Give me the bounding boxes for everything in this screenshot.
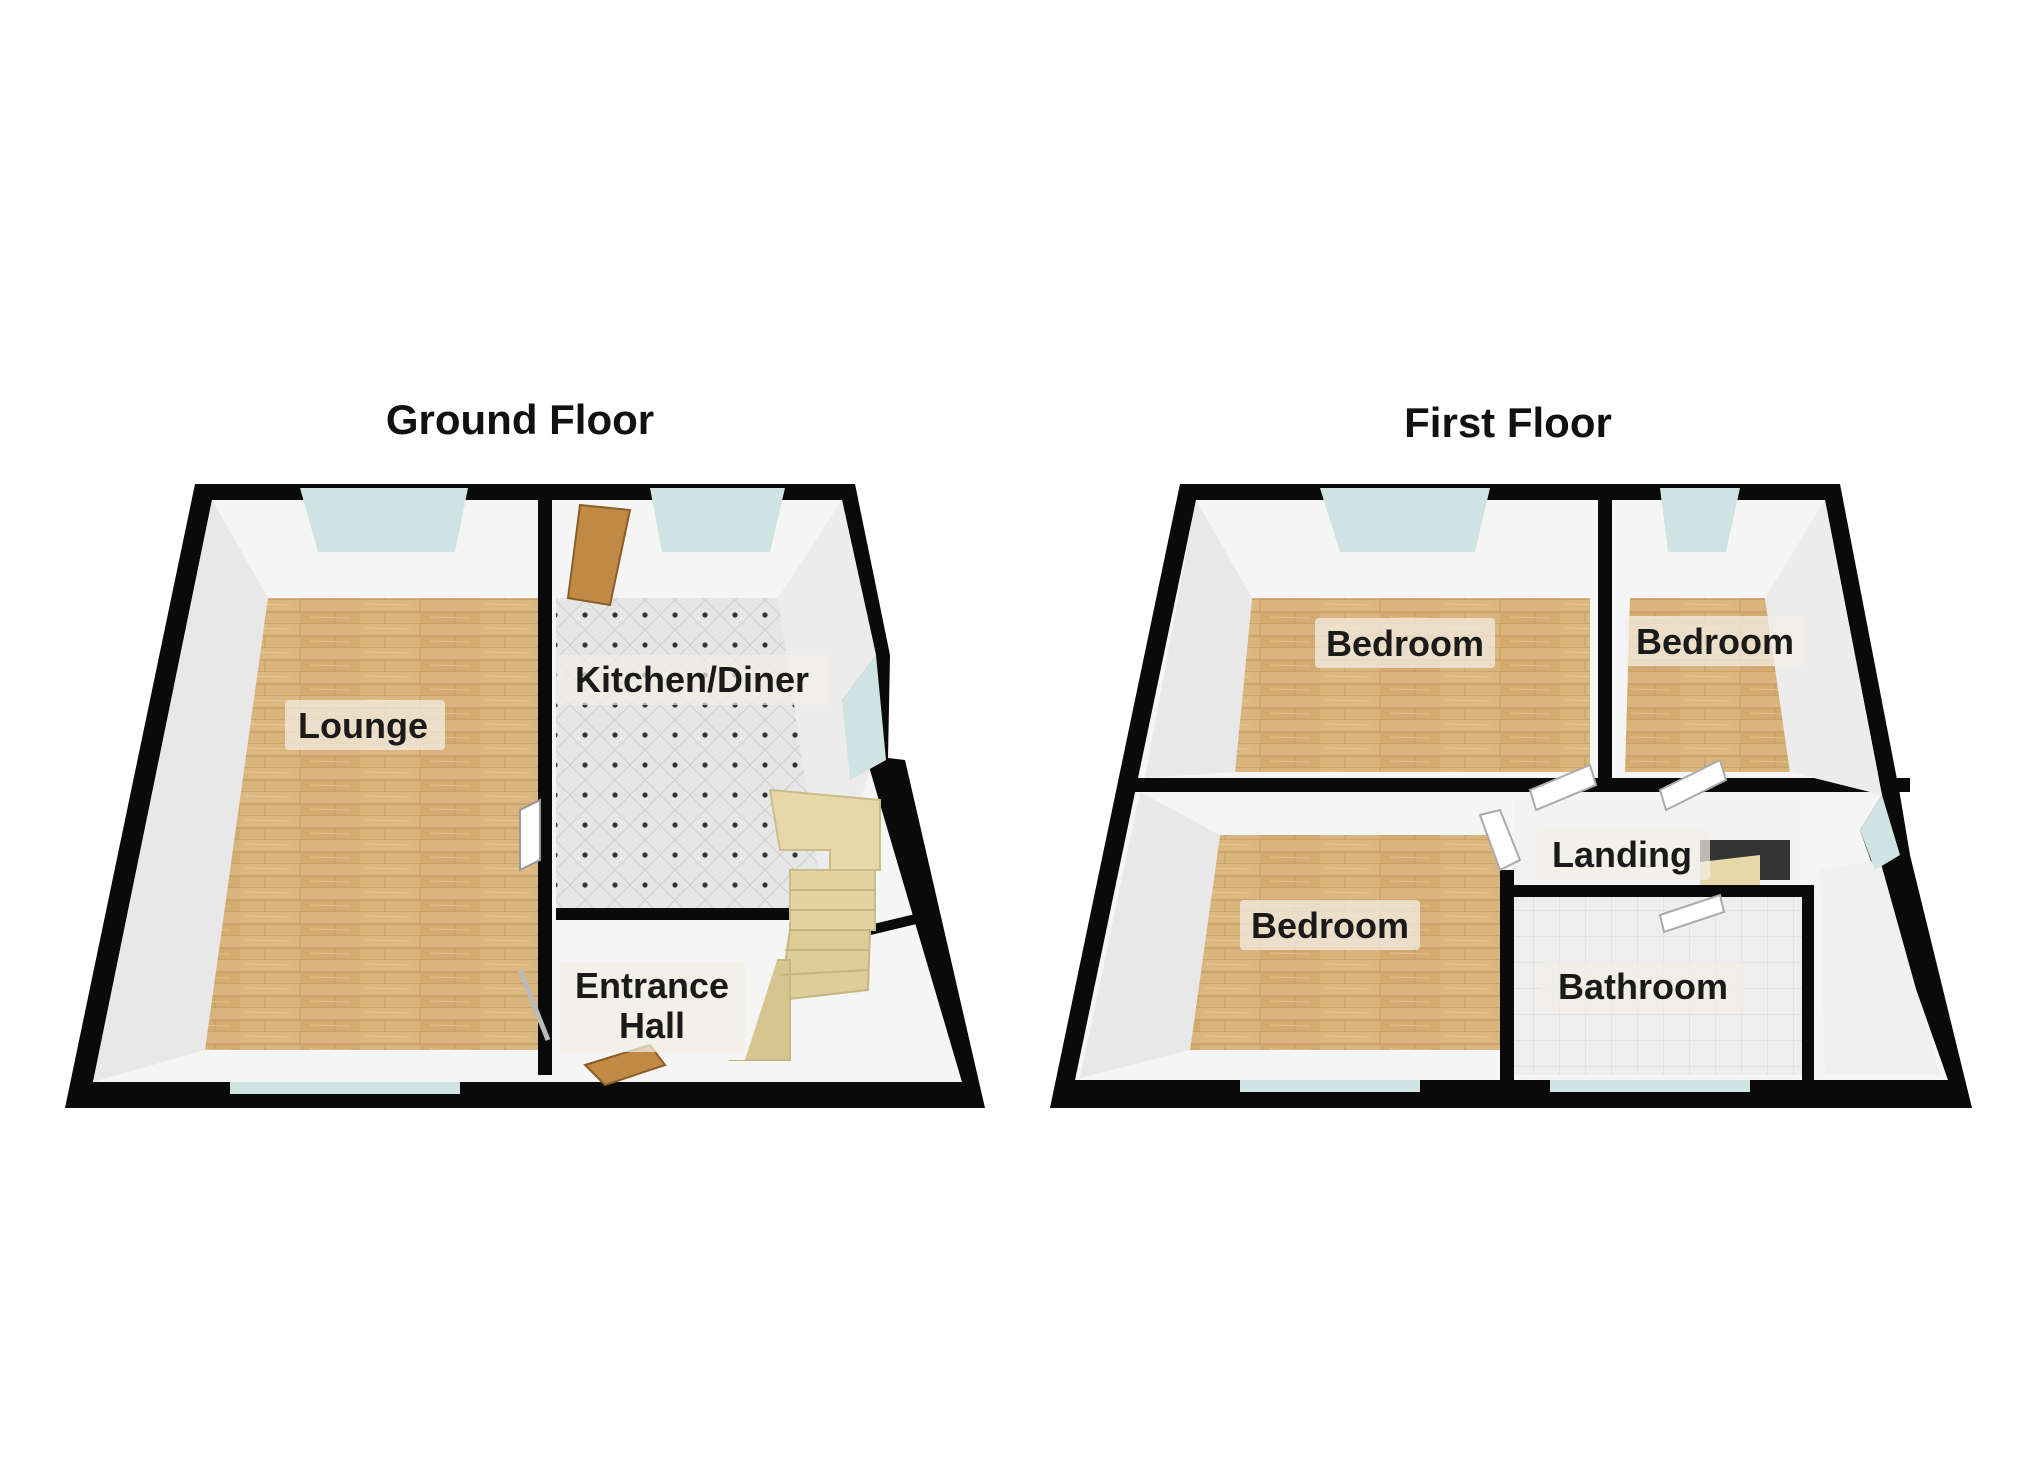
lounge-label: Lounge [298,705,428,746]
bedroom-3-door [1478,808,1522,872]
landing-bathroom-wall [1512,885,1802,897]
bedroom-2-right-wall [1765,500,1882,795]
lounge-kitchen-door [519,798,541,872]
first-floor-title: First Floor [1404,399,1612,446]
first-floor-stairs [1700,855,1760,885]
lounge-bottom-window [230,1082,460,1094]
first-floor-side-window [1860,795,1900,870]
front-door-top [566,503,632,607]
bedroom-1-label: Bedroom [1326,623,1484,664]
bedroom-bathroom-wall [1500,870,1514,1080]
bedroom-1-left-wall [1145,500,1252,778]
bedroom-3-label: Bedroom [1251,905,1409,946]
bedroom-1-window [1320,488,1490,552]
bathroom-bottom-window [1550,1080,1750,1092]
kitchen-side-window [842,655,886,780]
kitchen-hall-wall [556,908,836,920]
kitchen-top-window [650,488,785,552]
ground-floor-title: Ground Floor [386,396,654,443]
upper-lower-wall [1130,778,1910,792]
hall-side-wall [868,913,922,935]
bedroom-2-door [1658,758,1728,812]
lounge-left-wall [93,500,268,1082]
entrance-hall-label-line1: Entrance [575,965,729,1006]
bathroom-door [1658,893,1726,934]
ground-floor-plan: Lounge Kitchen/Diner Entrance Hall [65,484,985,1108]
bathroom-label: Bathroom [1558,966,1728,1007]
lounge-top-window [300,488,468,552]
hall-door-swing [517,969,551,1041]
bedroom-1-door [1528,763,1598,812]
kitchen-diner-label: Kitchen/Diner [575,659,809,700]
bedroom-3-bottom-window [1240,1080,1420,1092]
right-corridor-floor [1820,860,1940,1075]
lounge-kitchen-wall [538,490,552,1075]
first-floor-plan: Bedroom Bedroom Bedroom Landing Bathroom [1050,484,1972,1108]
bathroom-right-wall [1802,885,1814,1080]
bedroom-divider-wall [1598,490,1612,790]
bedroom-2-label: Bedroom [1636,621,1794,662]
bedroom-3-left-wall [1080,792,1220,1078]
kitchen-floor [556,598,825,910]
landing-label: Landing [1552,834,1692,875]
bedroom-2-window [1660,488,1740,552]
entrance-hall-label-line2: Hall [619,1005,685,1046]
